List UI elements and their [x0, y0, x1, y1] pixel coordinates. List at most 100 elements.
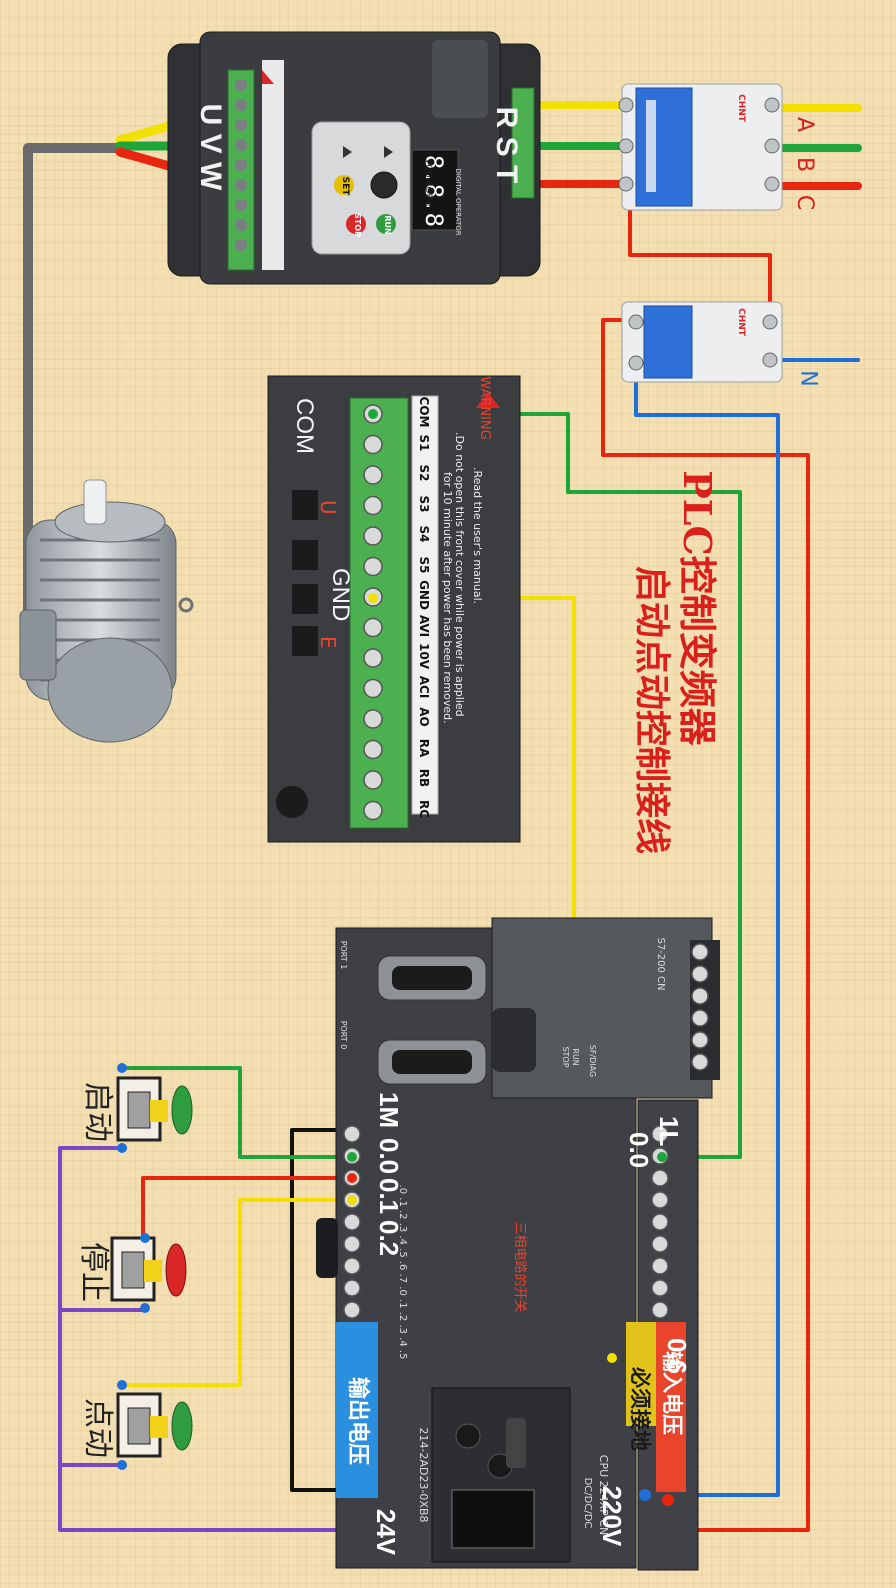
breaker-main-brand: CHNT: [736, 94, 746, 122]
inverter-key-stop: STOP: [353, 213, 362, 237]
breaker-single-brand: CHNT: [736, 308, 746, 336]
breaker-3pole: [618, 83, 783, 211]
phase-c-label: C: [792, 194, 818, 211]
terminal-screw: [363, 434, 383, 455]
plc-supply-24v: 24V: [371, 1508, 401, 1556]
plc-terminal-screw: [691, 1053, 709, 1071]
plc-terminal-screw: [691, 943, 709, 961]
terminal-screw: [363, 678, 383, 699]
start-button: [116, 1063, 193, 1153]
plc-stop: STOP: [561, 1046, 570, 1068]
button-label-start: 启动: [80, 1082, 115, 1142]
terminal-screw: [363, 556, 383, 577]
plc-terminal-screw: [651, 1213, 669, 1231]
plc-terminal-screw: [343, 1257, 361, 1275]
wire-jog-yellow: [123, 1198, 354, 1387]
motor: [19, 479, 194, 743]
plc-output-header: .0 .1 .2 .3 .4 .5 .6 .7 .0 .1 .2 .3 .4 .…: [397, 1184, 408, 1360]
wire-stop-red: [141, 1176, 354, 1240]
u-label: U: [316, 500, 340, 515]
plc-terminal-screw: [691, 1031, 709, 1049]
phase-a-label: A: [792, 116, 818, 133]
stop-button: [110, 1233, 187, 1313]
e-label: E: [316, 636, 340, 649]
plc-out-1l: 1L: [654, 1116, 684, 1147]
inverter-key-run: RUN: [383, 215, 392, 235]
push-buttons: [110, 1063, 193, 1470]
plc-cpu-type: DC/DC/DC: [582, 1477, 593, 1529]
plc-terminal-screw: [651, 1125, 669, 1143]
plc-terminal-screw: [343, 1279, 361, 1297]
warning-line-3: for 10 minute after power has been remov…: [441, 472, 454, 724]
terminal-screw: [363, 465, 383, 485]
inverter-operator-label: DIGITAL OPERATOR: [454, 168, 462, 236]
plc-input-1m: 1M: [374, 1092, 404, 1129]
wire-terminal-dots: [347, 409, 674, 1506]
plc-red-label: 输入电压: [660, 1351, 684, 1435]
phase-b-label: B: [792, 156, 818, 173]
plc-model: S7-200 CN: [655, 937, 666, 991]
plc-sf-diag: SF/DIAG: [588, 1044, 597, 1078]
plc-port0: PORT 0: [339, 1020, 348, 1050]
plc-port1: PORT 1: [339, 940, 348, 970]
motor-cable: [23, 143, 125, 645]
plc-terminal-screw: [651, 1301, 669, 1319]
plc-terminal-screw: [691, 965, 709, 983]
plc-terminal-screw: [651, 1169, 669, 1187]
plc-terminal-screw: [651, 1279, 669, 1297]
inverter-key-set: SET: [340, 176, 350, 196]
terminal-screw: [363, 739, 383, 760]
warning-title: WARNING: [477, 376, 492, 440]
terminal-label: RC: [417, 799, 431, 818]
button-label-jog: 点动: [80, 1398, 115, 1458]
inverter-input-label: R S T: [490, 106, 523, 184]
plc-red-center-text: 三相电路的开关: [512, 1221, 527, 1313]
plc-run: RUN: [571, 1048, 580, 1066]
neutral-label: N: [795, 370, 821, 387]
button-label-stop: 停止: [76, 1242, 111, 1302]
com-label: COM: [291, 398, 318, 454]
plc-terminal-screw: [651, 1257, 669, 1275]
warning-line-2: .Do not open this front cover while powe…: [453, 432, 466, 717]
plc-terminal-screw: [651, 1235, 669, 1253]
gnd-label: GND: [327, 568, 354, 622]
inverter-output-label: U V W: [194, 103, 227, 191]
terminal-screw: [363, 495, 383, 516]
plc-blue-label: 输出电压: [345, 1376, 370, 1465]
plc-part-no: 214-2AD23-0XB8: [417, 1427, 430, 1523]
warning-line-1: .Read the user's manual.: [471, 467, 484, 605]
plc-terminal-screw: [343, 1213, 361, 1231]
wire-24v-black: [290, 1128, 380, 1492]
plc-out-00: 0.0: [624, 1132, 654, 1169]
terminal-screw: [363, 709, 383, 729]
jog-button: [116, 1380, 193, 1470]
terminal-screw: [363, 648, 383, 668]
wire-220v-blue: [634, 363, 780, 1497]
warning-triangle-icon-2: [476, 392, 500, 408]
warning-triangle-icon: [262, 70, 274, 84]
plc-terminal-screw: [691, 987, 709, 1005]
plc: [316, 917, 720, 1571]
plc-terminal-screw: [651, 1191, 669, 1209]
plc-supply-220v: 220V: [597, 1485, 627, 1547]
inverter-model: VCG BOP-2: [423, 158, 433, 208]
terminal-screw: [363, 800, 383, 821]
title-line2: 启动点动控制接线: [631, 565, 673, 854]
wire-c-to-single: [628, 182, 772, 322]
plc-terminal-screw: [343, 1301, 361, 1319]
breaker-2pole: [621, 301, 783, 383]
terminal-screw: [363, 526, 383, 546]
wire-start-green: [123, 1066, 354, 1159]
plc-terminal-screw: [343, 1125, 361, 1143]
inverter-terminal-panel: [267, 375, 521, 843]
terminal-screw: [363, 770, 383, 790]
terminal-screw: [363, 617, 383, 638]
plc-yellow-label: 必须接地: [628, 1367, 652, 1451]
wire-com-to-q00: [371, 412, 742, 1159]
inverter-top: [167, 31, 541, 285]
plc-terminal-screw: [691, 1009, 709, 1027]
plc-terminal-screw: [343, 1235, 361, 1253]
title-line1: PLC控制变频器: [675, 470, 720, 746]
